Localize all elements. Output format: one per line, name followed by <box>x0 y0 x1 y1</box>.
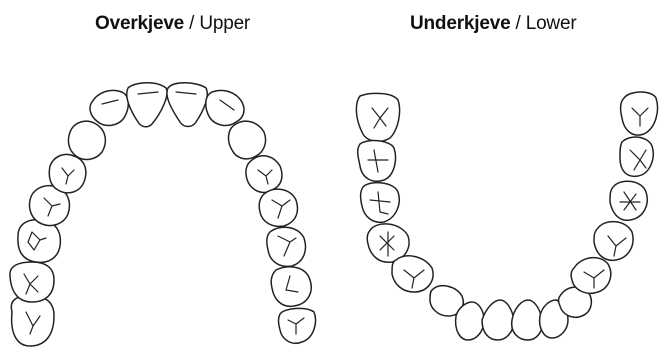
upper-tooth-16[interactable] <box>277 307 317 344</box>
lower-tooth-6[interactable] <box>429 284 464 317</box>
lower-tooth-5[interactable] <box>391 255 434 293</box>
upper-tooth-15[interactable] <box>270 266 312 308</box>
lower-jaw-title-separator: / <box>510 13 526 34</box>
lower-jaw-title: Underkjeve / Lower <box>410 13 577 35</box>
lower-jaw-title-plain: Lower <box>525 13 577 34</box>
lower-tooth-8[interactable] <box>481 299 515 341</box>
upper-tooth-13[interactable] <box>258 188 299 228</box>
upper-jaw-title-separator: / <box>184 13 200 34</box>
lower-tooth-2[interactable] <box>356 139 397 182</box>
upper-tooth-8[interactable] <box>126 82 168 128</box>
upper-tooth-1[interactable] <box>10 295 55 347</box>
lower-tooth-14[interactable] <box>609 180 648 221</box>
upper-tooth-11[interactable] <box>227 120 267 160</box>
lower-tooth-16[interactable] <box>619 91 659 136</box>
upper-jaw-title: Overkjeve / Upper <box>95 13 250 35</box>
upper-jaw-arch <box>9 82 317 347</box>
lower-tooth-9[interactable] <box>510 299 544 341</box>
lower-tooth-1[interactable] <box>355 92 401 143</box>
lower-tooth-3[interactable] <box>359 181 400 224</box>
lower-jaw-title-bold: Underkjeve <box>410 13 511 34</box>
upper-tooth-14[interactable] <box>265 226 307 268</box>
upper-tooth-6[interactable] <box>67 120 107 161</box>
lower-tooth-15[interactable] <box>619 136 654 178</box>
lower-tooth-4[interactable] <box>366 223 410 263</box>
upper-tooth-7[interactable] <box>89 89 129 127</box>
upper-tooth-4[interactable] <box>28 184 71 227</box>
lower-tooth-13[interactable] <box>593 220 634 262</box>
upper-tooth-2[interactable] <box>9 261 55 303</box>
upper-jaw-title-plain: Upper <box>199 13 251 34</box>
lower-tooth-7[interactable] <box>454 301 485 341</box>
upper-tooth-9[interactable] <box>166 82 208 128</box>
upper-tooth-12[interactable] <box>245 155 283 194</box>
upper-jaw-title-bold: Overkjeve <box>95 13 185 34</box>
lower-tooth-12[interactable] <box>570 256 612 294</box>
upper-tooth-5[interactable] <box>48 153 87 194</box>
upper-tooth-10[interactable] <box>205 89 245 127</box>
lower-jaw-arch <box>355 91 659 341</box>
upper-tooth-3[interactable] <box>17 218 62 264</box>
